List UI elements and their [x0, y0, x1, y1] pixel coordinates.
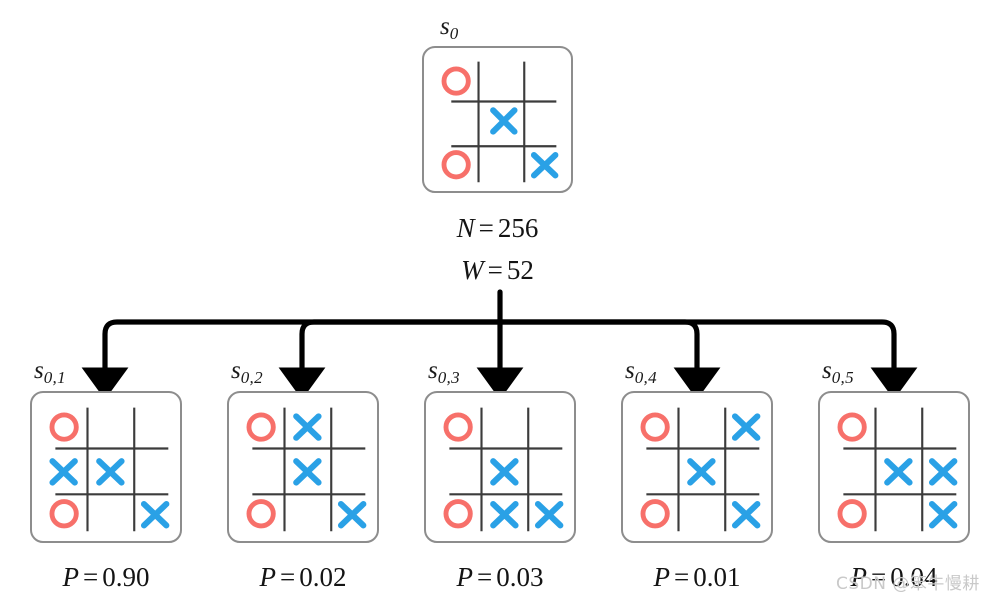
- child-3-probability-value: 0.03: [496, 562, 544, 592]
- mark-o: [640, 499, 670, 529]
- mark-x: [687, 458, 716, 486]
- mark-x: [140, 500, 170, 529]
- child-2-board-grid: [246, 407, 367, 532]
- child-2-probability-value: 0.02: [299, 562, 347, 592]
- child-4-board-grid: [640, 407, 761, 532]
- root-visit-count-value: 256: [497, 213, 539, 243]
- mark-x: [530, 151, 559, 179]
- child-2-state-label: s0,2: [231, 358, 263, 386]
- mark-o: [246, 499, 276, 529]
- child-5-state-label-main: s: [822, 357, 832, 384]
- mark-o: [640, 412, 670, 442]
- mark-o: [246, 412, 276, 442]
- child-3-state-label-main: s: [428, 357, 438, 384]
- child-1-probability-symbol: P: [62, 562, 80, 592]
- child-4-state-label-sub: 0,4: [634, 367, 657, 387]
- mark-x: [928, 500, 958, 529]
- mark-o: [441, 150, 471, 180]
- child-4-probability-symbol: P: [653, 562, 671, 592]
- mark-o: [49, 412, 79, 442]
- child-3-state-label-sub: 0,3: [437, 367, 460, 387]
- child-3-board: [424, 391, 576, 543]
- mark-o: [443, 499, 473, 529]
- mark-x: [884, 458, 913, 486]
- child-1-probability-equals: =: [83, 562, 99, 592]
- mark-o: [441, 66, 471, 96]
- child-4-probability-value: 0.01: [693, 562, 741, 592]
- root-total-value: W=52: [400, 257, 595, 284]
- child-4-probability: P=0.01: [609, 564, 785, 591]
- child-3-probability: P=0.03: [412, 564, 588, 591]
- mark-x: [731, 413, 761, 441]
- mark-x: [490, 458, 519, 486]
- root-visit-count: N=256: [400, 215, 595, 242]
- mark-o: [443, 412, 473, 442]
- child-2-probability: P=0.02: [215, 564, 391, 591]
- mark-x: [534, 500, 564, 529]
- child-4-probability-equals: =: [674, 562, 690, 592]
- child-3-probability-symbol: P: [456, 562, 474, 592]
- mark-x: [49, 458, 78, 486]
- mark-o: [837, 412, 867, 442]
- child-2-state-label-main: s: [231, 357, 241, 384]
- child-1-probability: P=0.90: [18, 564, 194, 591]
- child-5-board-grid: [837, 407, 958, 532]
- child-5-probability-value: 0.04: [890, 562, 938, 592]
- child-3-probability-equals: =: [477, 562, 493, 592]
- child-2-probability-symbol: P: [259, 562, 277, 592]
- mark-x: [731, 500, 761, 529]
- mark-x: [928, 458, 958, 486]
- root-board-grid: [441, 61, 559, 183]
- root-visit-count-equals: =: [478, 213, 494, 243]
- child-1-probability-value: 0.90: [102, 562, 150, 592]
- root-state-label: s0: [440, 14, 459, 42]
- root-total-value-value: 52: [506, 255, 534, 285]
- child-4-state-label-main: s: [625, 357, 635, 384]
- child-5-board: [818, 391, 970, 543]
- arrow-to-child-4: [500, 319, 721, 400]
- child-5-probability: P=0.04: [806, 564, 982, 591]
- child-2-probability-equals: =: [280, 562, 296, 592]
- mark-x: [490, 500, 519, 529]
- child-4-board: [621, 391, 773, 543]
- child-3-state-label: s0,3: [428, 358, 460, 386]
- child-1-state-label-sub: 0,1: [43, 367, 66, 387]
- child-2-state-label-sub: 0,2: [240, 367, 263, 387]
- root-board: [422, 46, 573, 193]
- root-visit-count-symbol: N: [456, 213, 475, 243]
- arrow-to-child-2: [278, 319, 500, 400]
- child-1-board-grid: [49, 407, 170, 532]
- mark-x: [96, 458, 125, 486]
- root-state-label-main: s: [440, 13, 450, 40]
- child-5-state-label: s0,5: [822, 358, 854, 386]
- mark-x: [293, 458, 322, 486]
- child-3-board-grid: [443, 407, 564, 532]
- root-total-value-equals: =: [487, 255, 503, 285]
- child-5-state-label-sub: 0,5: [831, 367, 854, 387]
- child-2-board: [227, 391, 379, 543]
- child-5-probability-equals: =: [871, 562, 887, 592]
- child-5-probability-symbol: P: [850, 562, 868, 592]
- child-1-board: [30, 391, 182, 543]
- root-total-value-symbol: W: [461, 255, 484, 285]
- child-4-state-label: s0,4: [625, 358, 657, 386]
- root-state-label-sub: 0: [449, 23, 459, 43]
- mark-x: [490, 107, 518, 135]
- child-1-state-label: s0,1: [34, 358, 66, 386]
- mark-x: [293, 413, 322, 441]
- mark-o: [49, 499, 79, 529]
- mark-o: [837, 499, 867, 529]
- mark-x: [337, 500, 367, 529]
- child-1-state-label-main: s: [34, 357, 44, 384]
